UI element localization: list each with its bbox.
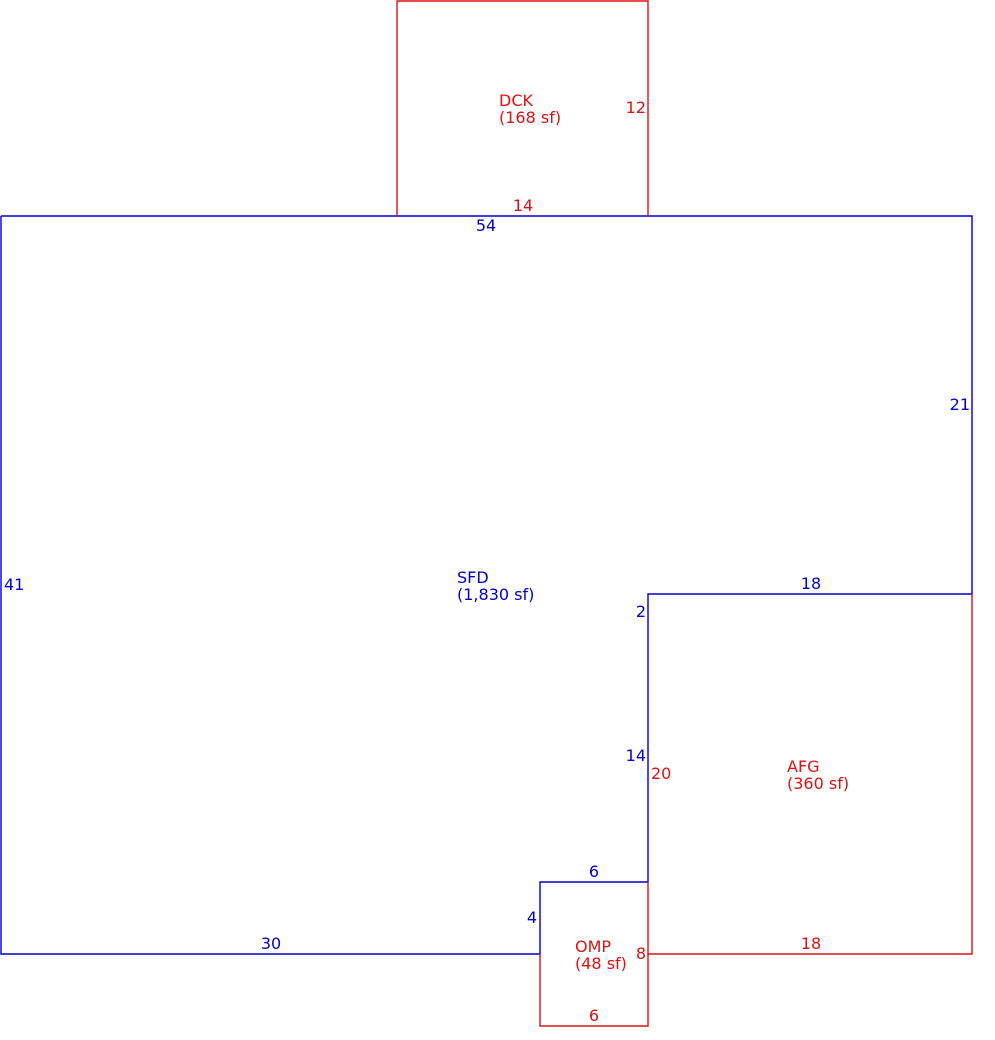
- dck-dim-right: 12: [626, 98, 646, 117]
- sfd-dim-notch-top: 6: [589, 862, 599, 881]
- sfd-dim-notch-side: 4: [527, 908, 537, 927]
- afg-dim-bottom: 18: [801, 934, 821, 953]
- dck-dim-bottom: 14: [513, 196, 533, 215]
- omp-area-label: (48 sf): [575, 954, 627, 973]
- omp-dim-bottom: 6: [589, 1006, 599, 1025]
- afg-name-label: AFG: [787, 757, 820, 776]
- sfd-dim-bottom: 30: [261, 934, 281, 953]
- sfd-dim-step-upper: 2: [636, 602, 646, 621]
- sfd-dim-step-lower: 14: [626, 746, 646, 765]
- omp-outline: [539, 954, 649, 1027]
- sfd-name-label: SFD: [457, 568, 489, 587]
- sfd-dim-right: 21: [950, 395, 970, 414]
- afg-outline: [647, 594, 973, 955]
- sfd-dim-step-top: 18: [801, 574, 821, 593]
- omp-name-label: OMP: [575, 937, 611, 956]
- sfd-dim-top: 54: [476, 216, 496, 235]
- afg-area-label: (360 sf): [787, 774, 849, 793]
- sfd-dim-left: 41: [4, 575, 24, 594]
- sfd-area-label: (1,830 sf): [457, 585, 534, 604]
- dck-outline: [396, 0, 649, 216]
- dck-name-label: DCK: [499, 91, 533, 110]
- afg-dim-left: 20: [651, 764, 671, 783]
- dck-area-label: (168 sf): [499, 108, 561, 127]
- omp-dim-right: 8: [636, 944, 646, 963]
